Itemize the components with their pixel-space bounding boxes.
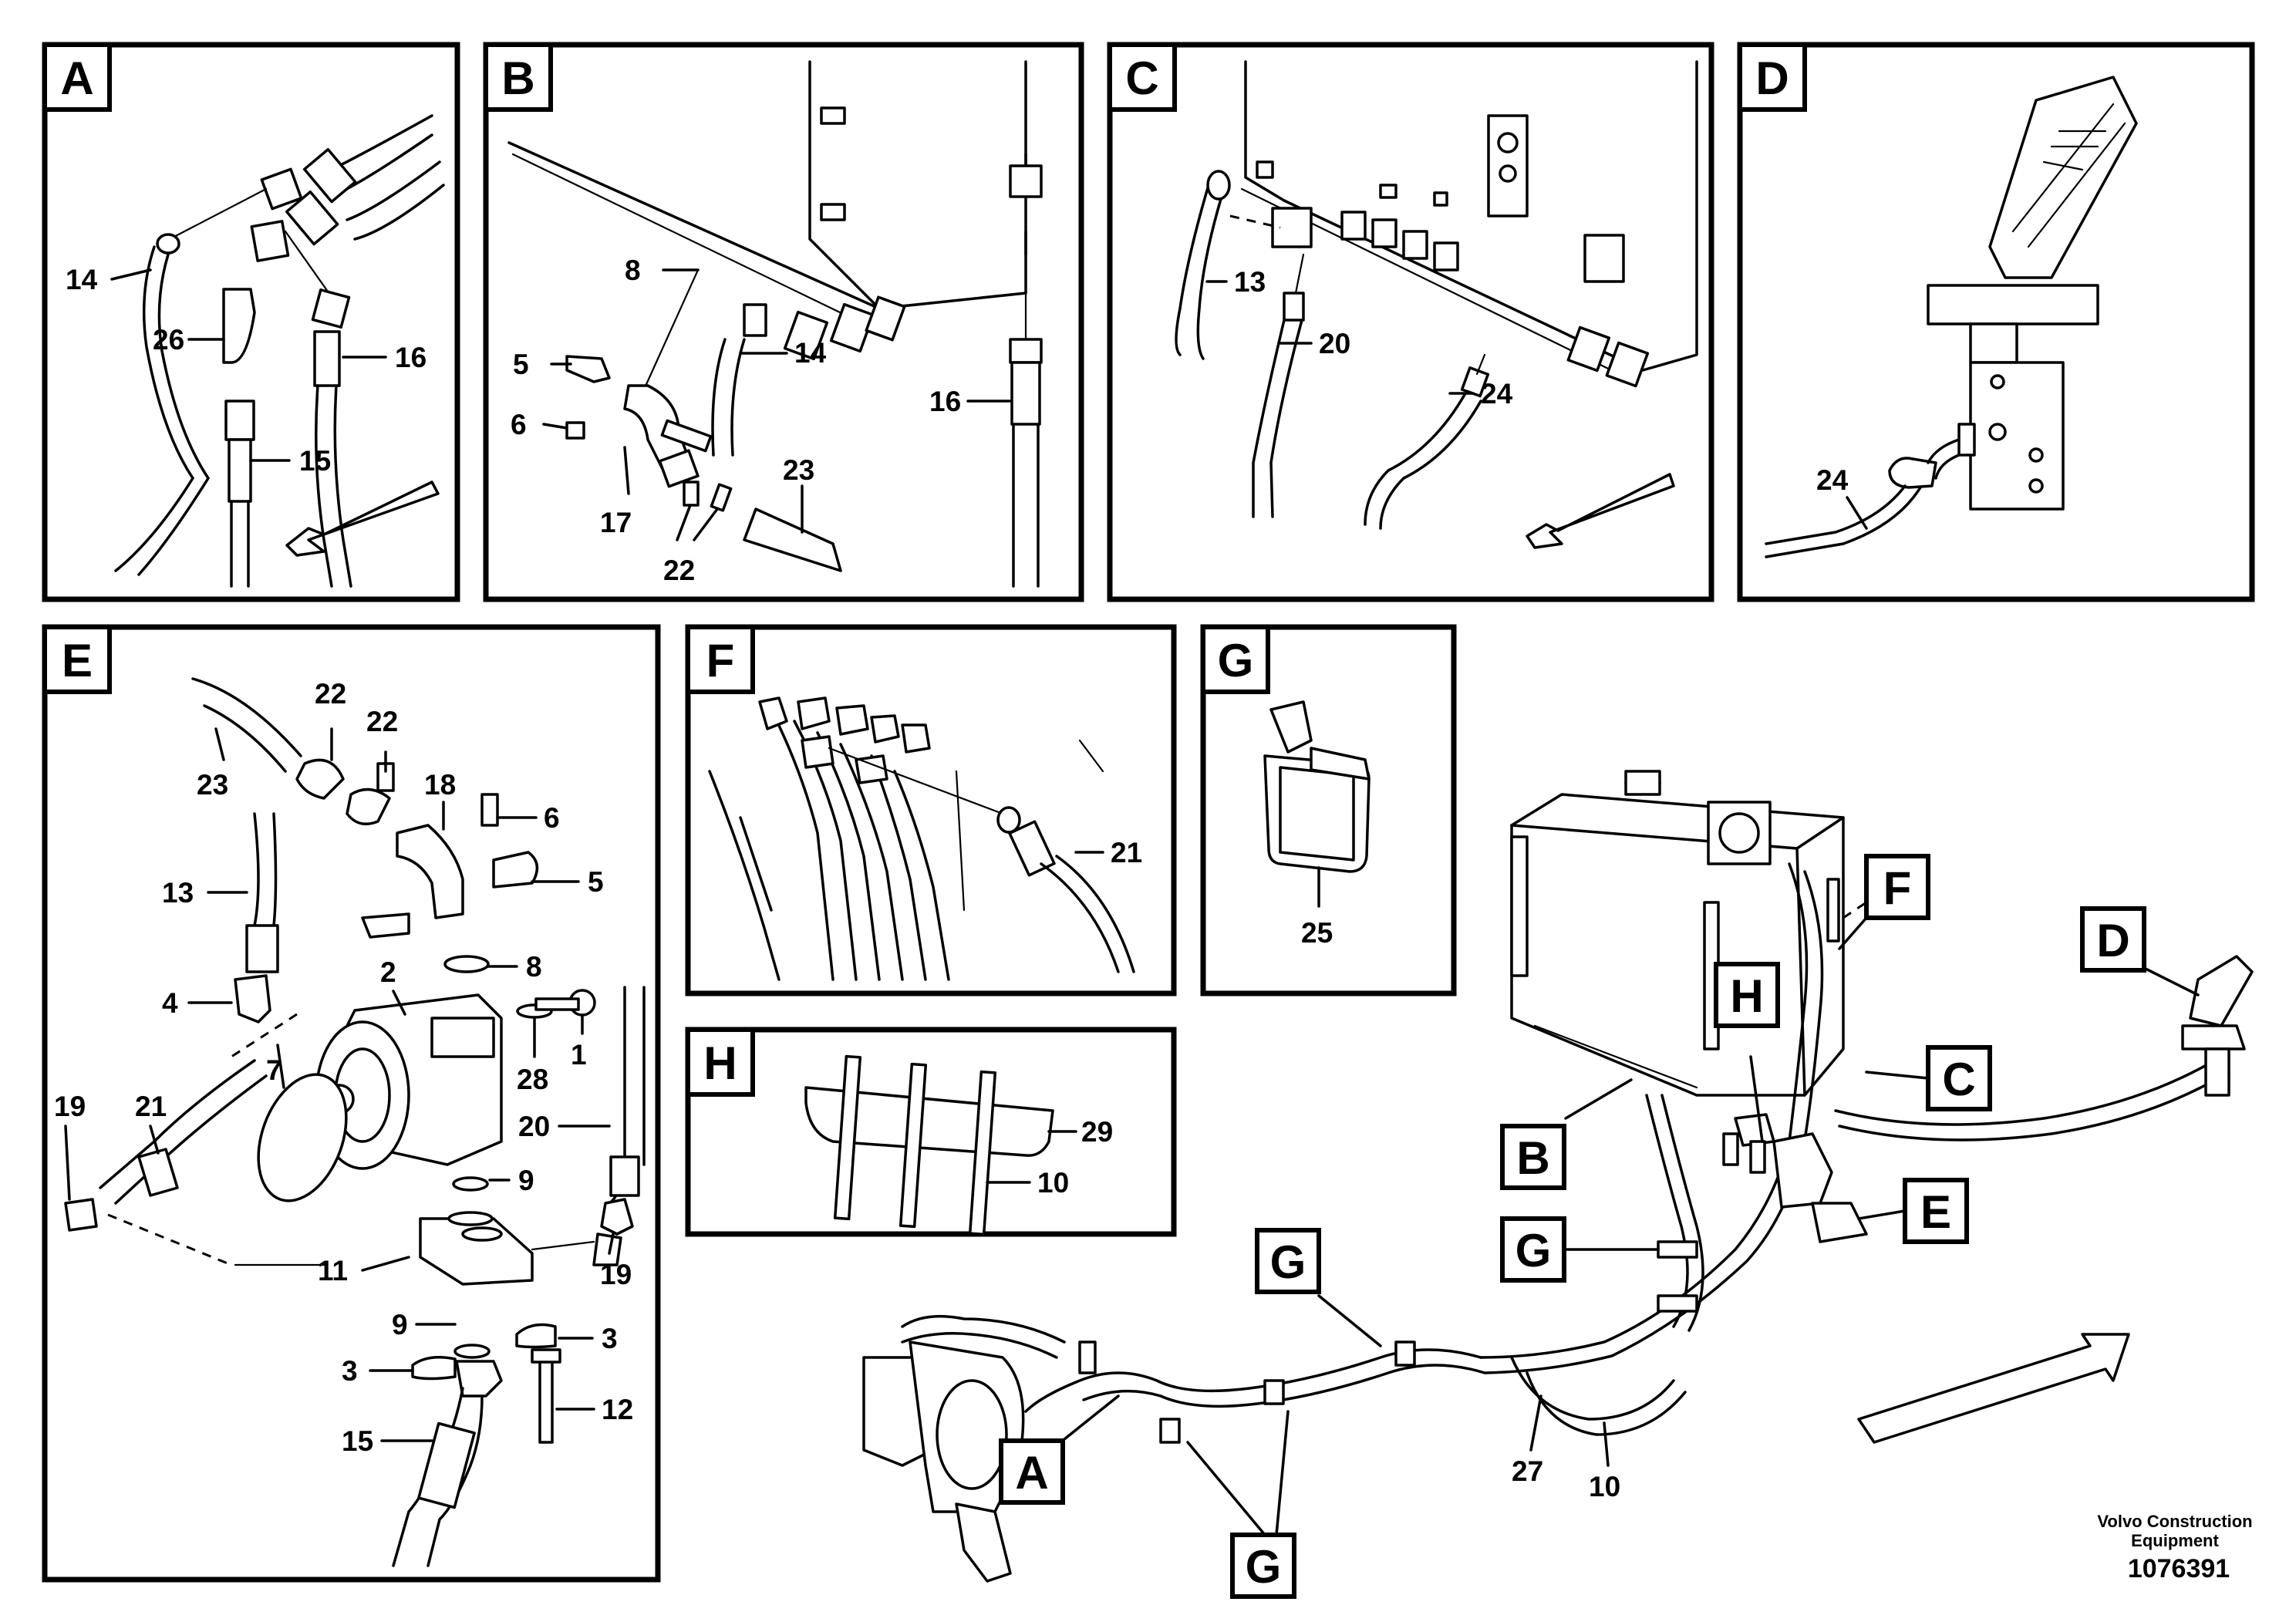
callout-g-3-letter: G — [1246, 1541, 1282, 1593]
panel-f: F 21 — [685, 624, 1177, 996]
panel-d: D 24 — [1737, 42, 2255, 602]
panel-g-drawing — [1263, 700, 1371, 873]
panel-e: E — [42, 624, 661, 1583]
callout-d[interactable] — [2080, 906, 2146, 973]
panel-b-label-14: 14 — [794, 337, 827, 369]
overview-label-10: 10 — [1589, 1471, 1620, 1502]
panel-e-label-22a: 22 — [315, 678, 346, 710]
panel-e-label-1: 1 — [571, 1039, 587, 1071]
panel-e-label-20: 20 — [518, 1111, 550, 1142]
panel-e-label-11: 11 — [318, 1255, 348, 1286]
panel-e-label-28: 28 — [517, 1064, 548, 1095]
panel-b-drawing — [507, 60, 1043, 588]
panel-e-label-21: 21 — [135, 1091, 167, 1122]
panel-e-label-12: 12 — [602, 1394, 633, 1425]
callout-g-2-letter: G — [1515, 1225, 1552, 1276]
panel-e-label-5: 5 — [588, 866, 604, 898]
panel-e-label-15: 15 — [342, 1425, 373, 1457]
callout-a[interactable] — [999, 1438, 1065, 1505]
callout-b-letter: B — [1516, 1132, 1549, 1184]
panel-b-label-5: 5 — [513, 349, 529, 380]
callout-e[interactable] — [1903, 1178, 1969, 1244]
panel-a-label-14: 14 — [66, 264, 98, 295]
panel-a-letter: A — [60, 52, 93, 104]
panel-e-label-8: 8 — [526, 951, 542, 983]
panel-e-label-7: 7 — [266, 1054, 282, 1086]
panel-f-label-21: 21 — [1111, 837, 1142, 868]
panel-a-label-26: 26 — [153, 324, 184, 356]
callout-c[interactable] — [1926, 1045, 1992, 1111]
panel-g-letter: G — [1218, 635, 1254, 686]
document-number: 1076391 — [2128, 1554, 2230, 1583]
callout-f[interactable] — [1864, 854, 1930, 920]
footer: Volvo Construction Equipment 1076391 — [2097, 1512, 2252, 1583]
panel-e-label-2: 2 — [380, 956, 396, 988]
panel-e-label-13: 13 — [162, 877, 194, 909]
flow-arrow-icon — [1526, 473, 1675, 549]
panel-c-label-13: 13 — [1234, 266, 1266, 298]
panel-e-label-9a: 9 — [518, 1165, 534, 1196]
panel-e-label-3a: 3 — [342, 1355, 358, 1387]
panel-b-label-16: 16 — [929, 386, 961, 417]
callout-g-1-letter: G — [1270, 1236, 1306, 1288]
callout-c-letter: C — [1942, 1054, 1975, 1105]
panel-b-label-22: 22 — [663, 555, 695, 586]
panel-g: G 25 — [1200, 624, 1457, 996]
panel-e-label-18: 18 — [424, 769, 456, 801]
panel-e-letter: E — [62, 635, 93, 686]
panel-f-letter: F — [706, 635, 735, 686]
panel-c-label-24: 24 — [1481, 378, 1513, 410]
brand-line-1: Volvo Construction — [2097, 1512, 2252, 1531]
callout-a-letter: A — [1015, 1447, 1048, 1499]
panel-h-label-10: 10 — [1037, 1167, 1069, 1199]
callout-d-letter: D — [2096, 915, 2129, 966]
callout-g-2[interactable] — [1500, 1216, 1566, 1283]
panel-e-label-6: 6 — [544, 802, 560, 834]
panel-c-drawing — [1175, 60, 1698, 549]
panel-d-label-24: 24 — [1816, 464, 1849, 496]
panel-g-label-25: 25 — [1301, 917, 1333, 949]
panel-b-label-23: 23 — [783, 454, 814, 486]
panel-h-label-29: 29 — [1081, 1116, 1113, 1148]
panel-c-label-20: 20 — [1319, 328, 1350, 359]
panel-a-label-16: 16 — [395, 342, 426, 373]
panel-e-label-22b: 22 — [366, 706, 398, 737]
callout-g-3[interactable] — [1230, 1533, 1296, 1599]
panel-a-drawing — [114, 114, 445, 588]
panel-e-label-19b: 19 — [600, 1259, 632, 1290]
panel-h-drawing — [804, 1054, 1054, 1236]
flow-arrow-icon — [285, 481, 440, 557]
panel-b-letter: B — [501, 52, 534, 104]
panel-a: A 14 26 — [42, 42, 460, 602]
panel-c: C — [1107, 42, 1714, 602]
overview-label-27: 27 — [1512, 1455, 1543, 1487]
panel-e-label-19a: 19 — [54, 1091, 86, 1122]
callout-e-letter: E — [1920, 1186, 1951, 1238]
panel-d-letter: D — [1755, 52, 1789, 104]
callout-b[interactable] — [1500, 1124, 1566, 1190]
panel-e-drawing — [64, 677, 646, 1567]
flow-arrow-icon — [1857, 1333, 2130, 1444]
callout-g-1[interactable] — [1255, 1228, 1321, 1294]
panel-b-label-8: 8 — [625, 255, 641, 286]
callout-h[interactable] — [1714, 962, 1780, 1028]
callout-h-letter: H — [1730, 970, 1763, 1022]
panel-f-drawing — [708, 696, 1135, 981]
panel-a-label-15: 15 — [299, 445, 331, 477]
panel-c-letter: C — [1125, 52, 1158, 104]
panel-b-label-17: 17 — [600, 507, 632, 538]
panel-e-label-23: 23 — [197, 769, 228, 801]
panel-b: B 8 — [483, 42, 1084, 602]
brand-line-2: Equipment — [2131, 1531, 2219, 1550]
panel-e-label-4: 4 — [162, 987, 178, 1019]
panel-h-letter: H — [703, 1037, 737, 1089]
overview-callouts: A B C D E F G G G H 27 10 — [999, 854, 2200, 1599]
panel-d-drawing — [1765, 76, 2138, 558]
panel-b-label-6: 6 — [511, 409, 527, 440]
panel-h: H 29 10 — [685, 1027, 1177, 1237]
panel-e-label-3b: 3 — [602, 1323, 618, 1354]
panel-e-label-9b: 9 — [392, 1309, 408, 1340]
callout-f-letter: F — [1883, 862, 1912, 914]
